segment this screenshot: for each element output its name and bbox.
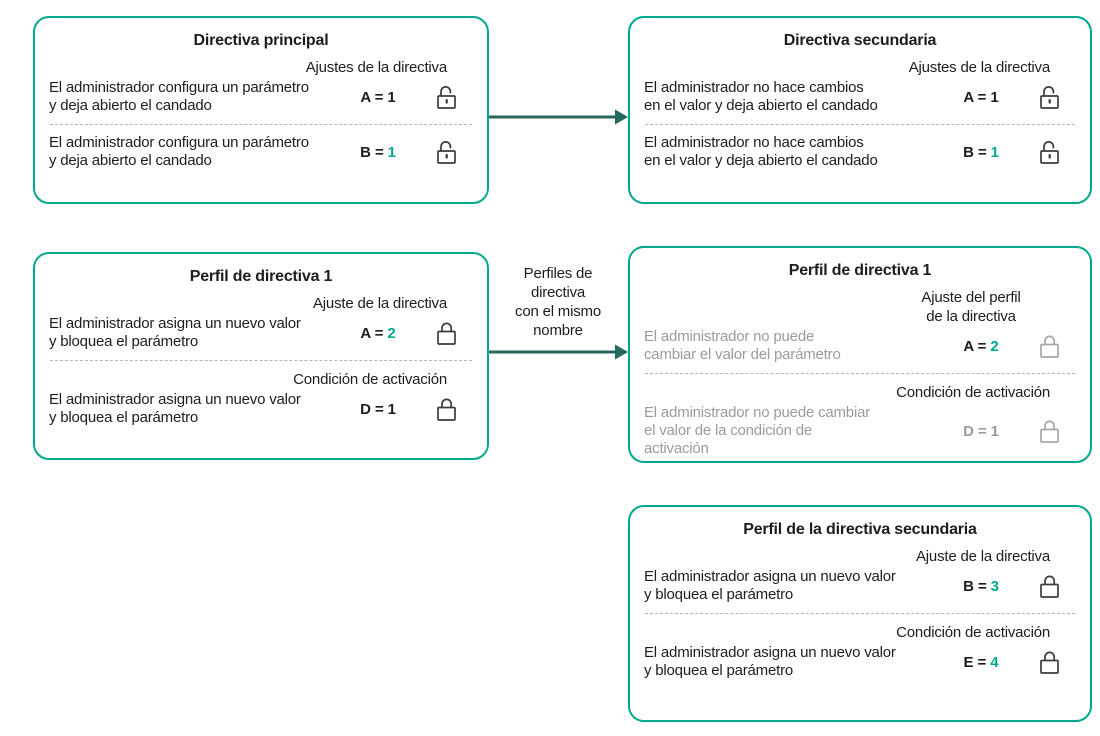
row-divider	[645, 613, 1075, 614]
setting-value: E =4	[963, 653, 999, 671]
open-lock-icon	[421, 139, 473, 165]
setting-value: A =2	[963, 337, 999, 355]
row-description: El administrador configura un parámetro …	[49, 134, 309, 169]
policy-setting-row: El administrador configura un parámetro …	[49, 79, 473, 115]
setting-value: A =1	[360, 88, 396, 106]
inheritance-arrow-middle	[489, 344, 628, 360]
policy-setting-row: El administrador asigna un nuevo valor y…	[49, 391, 473, 427]
closed-lock-icon	[1024, 573, 1076, 599]
settings-group-label: Ajustes de la directiva	[908, 59, 1051, 76]
box-policy-profile1-secondary: Perfil de directiva 1 Ajuste del perfil …	[628, 246, 1092, 463]
policy-setting-row: El administrador configura un parámetro …	[49, 134, 473, 170]
row-description: El administrador no hace cambios en el v…	[644, 79, 878, 114]
open-lock-icon	[1024, 139, 1076, 165]
setting-value: A =1	[963, 88, 999, 106]
row-description: El administrador asigna un nuevo valor y…	[49, 391, 301, 426]
row-description: El administrador no puede cambiar el val…	[644, 404, 871, 457]
row-description: El administrador asigna un nuevo valor y…	[644, 644, 896, 679]
settings-group-label: Condición de activación	[896, 624, 1050, 641]
setting-value: D =1	[360, 400, 396, 418]
box-policy-profile1: Perfil de directiva 1 Ajuste de la direc…	[33, 252, 489, 460]
row-divider	[645, 124, 1075, 125]
policy-setting-row: El administrador asigna un nuevo valor y…	[49, 315, 473, 351]
settings-group-label: Condición de activación	[293, 371, 447, 388]
inheritance-arrow-top	[489, 109, 628, 125]
row-description: El administrador asigna un nuevo valor y…	[644, 568, 896, 603]
closed-lock-icon	[421, 320, 473, 346]
row-description: El administrador asigna un nuevo valor y…	[49, 315, 301, 350]
policy-setting-row: El administrador no puede cambiar el val…	[644, 328, 1076, 364]
box-title: Perfil de directiva 1	[788, 262, 932, 279]
box-main-policy: Directiva principal Ajustes de la direct…	[33, 16, 489, 204]
policy-setting-row: El administrador asigna un nuevo valor y…	[644, 568, 1076, 604]
closed-lock-icon	[1024, 649, 1076, 675]
closed-lock-icon	[1024, 418, 1076, 444]
setting-value: D =1	[963, 422, 999, 440]
arrow-label-same-name-profiles: Perfiles de directiva con el mismo nombr…	[515, 265, 601, 339]
closed-lock-icon	[1024, 333, 1076, 359]
row-description: El administrador no hace cambios en el v…	[644, 134, 878, 169]
settings-group-label: Ajuste de la directiva	[312, 295, 447, 312]
box-secondary-policy: Directiva secundaria Ajustes de la direc…	[628, 16, 1092, 204]
box-secondary-policy-profile: Perfil de la directiva secundaria Ajuste…	[628, 505, 1092, 722]
box-title: Directiva secundaria	[783, 32, 937, 49]
open-lock-icon	[421, 84, 473, 110]
policy-setting-row: El administrador no puede cambiar el val…	[644, 404, 1076, 458]
box-title: Perfil de la directiva secundaria	[743, 521, 977, 538]
policy-setting-row: El administrador no hace cambios en el v…	[644, 134, 1076, 170]
settings-group-label: Ajuste del perfil de la directiva	[921, 289, 1021, 325]
row-description: El administrador configura un parámetro …	[49, 79, 309, 114]
box-title: Directiva principal	[193, 32, 329, 49]
settings-group-label: Ajuste de la directiva	[915, 548, 1050, 565]
policy-setting-row: El administrador asigna un nuevo valor y…	[644, 644, 1076, 680]
row-description: El administrador no puede cambiar el val…	[644, 328, 841, 363]
setting-value: A =2	[360, 324, 396, 342]
setting-value: B =3	[963, 577, 999, 595]
row-divider	[645, 373, 1075, 374]
setting-value: B =1	[360, 143, 396, 161]
closed-lock-icon	[421, 396, 473, 422]
policy-setting-row: El administrador no hace cambios en el v…	[644, 79, 1076, 115]
open-lock-icon	[1024, 84, 1076, 110]
row-divider	[50, 124, 472, 125]
setting-value: B =1	[963, 143, 999, 161]
row-divider	[50, 360, 472, 361]
settings-group-label: Condición de activación	[896, 384, 1050, 401]
box-title: Perfil de directiva 1	[189, 268, 333, 285]
settings-group-label: Ajustes de la directiva	[305, 59, 448, 76]
